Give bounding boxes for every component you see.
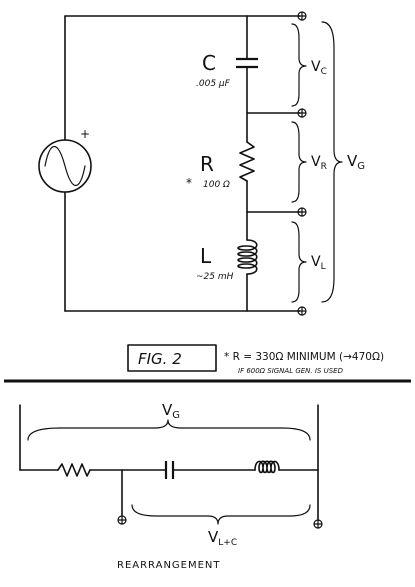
figure-label-box: [127, 344, 217, 372]
brace-icon: [291, 23, 307, 107]
brace-icon: [131, 504, 311, 525]
voltage-label-vl: VL: [311, 254, 326, 272]
resistor-symbol: R: [200, 152, 214, 176]
resistor-value: 100 Ω: [203, 180, 230, 190]
brace-icon: [291, 221, 307, 303]
inductor-icon: [254, 460, 280, 474]
caption-note-line1: * R = 330Ω MINIMUM (→470Ω): [224, 351, 384, 363]
capacitor-icon: [236, 57, 258, 69]
terminal-icon: [297, 207, 307, 217]
voltage-label-vg-bottom: VG: [162, 401, 180, 421]
brace-icon: [27, 419, 311, 441]
capacitor-value: .005 μF: [196, 79, 231, 89]
sine-source-icon: +: [38, 127, 92, 193]
terminal-icon: [117, 515, 127, 525]
terminal-icon: [297, 306, 307, 316]
brace-icon: [291, 121, 307, 203]
voltage-label-vg: VG: [347, 152, 365, 172]
terminal-icon: [297, 108, 307, 118]
brace-icon: [321, 21, 343, 303]
top-circuit: + C .005 μF: [38, 11, 365, 316]
resistor-icon: [239, 141, 255, 182]
resistor-asterisk: *: [186, 176, 192, 190]
terminal-icon: [297, 11, 307, 21]
terminal-icon: [313, 519, 323, 529]
capacitor-icon: [164, 461, 175, 479]
inductor-icon: [237, 239, 258, 275]
bottom-circuit: VG VL+C REARRANGEMENT: [19, 401, 323, 571]
figure-label: FIG. 2: [138, 350, 182, 368]
capacitor-symbol: C: [202, 51, 216, 75]
resistor-icon: [57, 463, 91, 477]
caption-note-line2: IF 600Ω SIGNAL GEN. IS USED: [238, 367, 344, 375]
inductor-symbol: L: [200, 244, 212, 268]
inductor-value: ~25 mH: [196, 272, 234, 282]
voltage-label-vc: VC: [311, 59, 327, 77]
voltage-label-vlc: VL+C: [208, 528, 237, 548]
voltage-label-vr: VR: [311, 154, 327, 172]
source-polarity: +: [80, 127, 90, 141]
rearrangement-label: REARRANGEMENT: [117, 560, 221, 571]
caption: FIG. 2 * R = 330Ω MINIMUM (→470Ω) IF 600…: [127, 344, 384, 375]
